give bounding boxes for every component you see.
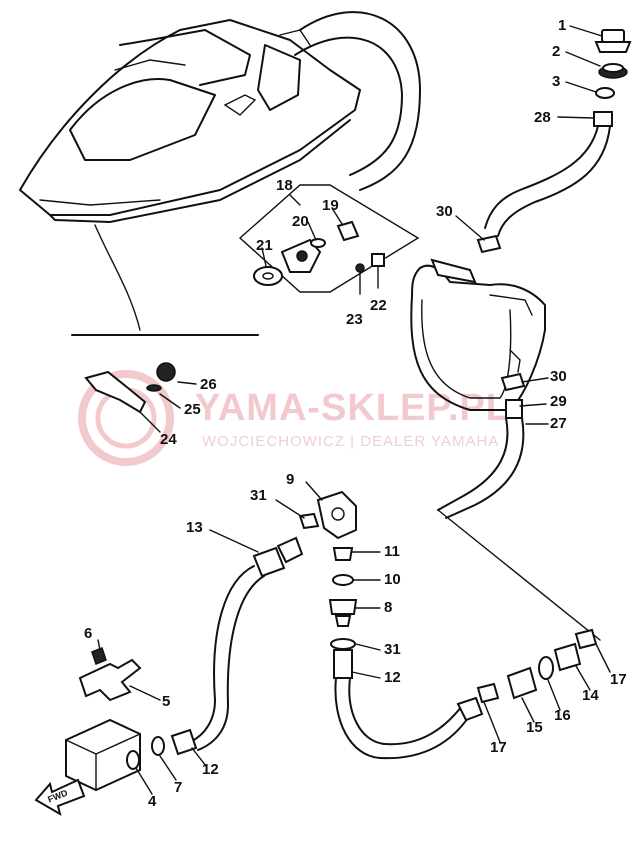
callout-22: 22 [370, 297, 387, 314]
callout-31-lower: 31 [384, 641, 401, 658]
callout-2: 2 [552, 43, 560, 60]
nut [156, 362, 176, 382]
callout-24: 24 [160, 431, 177, 448]
strainer-cap [553, 642, 582, 672]
callout-23: 23 [346, 311, 363, 328]
callout-7: 7 [174, 779, 182, 796]
vent-fitting [336, 220, 360, 242]
watermark-logo-ring [78, 370, 174, 466]
callout-31-upper: 31 [250, 487, 267, 504]
valve-nipple [328, 599, 358, 615]
leader-lines [97, 25, 611, 795]
bracket [84, 370, 147, 414]
bracket-plate [78, 658, 142, 702]
callout-10: 10 [384, 571, 401, 588]
valve-o-ring [332, 574, 354, 586]
vent-bolt [371, 253, 385, 267]
strainer-body [506, 666, 538, 700]
callout-6: 6 [84, 625, 92, 642]
watercraft-hull [19, 11, 421, 336]
fwd-arrow-icon: FWD [34, 778, 86, 817]
watermark-tagline: WOJCIECHOWICZ | DEALER YAMAHA [202, 433, 499, 450]
clamp-right [574, 628, 598, 650]
bracket-bolt [91, 647, 107, 665]
filler-hose [484, 111, 613, 237]
water-separator [65, 718, 198, 792]
callout-8: 8 [384, 599, 392, 616]
lower-clamp [330, 638, 356, 650]
filter-bracket [78, 647, 142, 702]
callout-21: 21 [256, 237, 273, 254]
callout-18: 18 [276, 177, 293, 194]
clamp-left [476, 682, 500, 704]
callout-27: 27 [550, 415, 567, 432]
callout-28: 28 [534, 109, 551, 126]
callout-12-lower: 12 [202, 761, 219, 778]
o-ring [595, 87, 615, 99]
callout-19: 19 [322, 197, 339, 214]
callout-16: 16 [554, 707, 571, 724]
valve-joint [332, 547, 354, 561]
callout-5: 5 [162, 693, 170, 710]
callout-3: 3 [552, 73, 560, 90]
callout-17-right: 17 [610, 671, 627, 688]
hose-clamp-lower [500, 372, 526, 392]
callout-26: 26 [200, 376, 217, 393]
watermark: YAMA-SKLEP.PL WOJCIECHOWICZ | DEALER YAM… [78, 370, 510, 466]
vent-gasket [253, 266, 283, 286]
separator-hose [170, 728, 198, 756]
watermark-brand: YAMA-SKLEP.PL [195, 387, 510, 429]
washer [146, 384, 162, 392]
callout-9: 9 [286, 471, 294, 488]
strainer-assembly [334, 628, 598, 760]
bracket-assembly [84, 362, 176, 414]
callout-13: 13 [186, 519, 203, 536]
callout-11: 11 [384, 543, 400, 560]
strainer-o-ring [538, 656, 554, 680]
callout-30-upper: 30 [436, 203, 453, 220]
valve-clamp [298, 512, 320, 530]
separator-box [65, 718, 141, 792]
fuel-hose-13 [189, 536, 304, 751]
callout-4: 4 [148, 793, 157, 810]
vent-o-ring [310, 238, 326, 248]
suction-hose [437, 234, 601, 641]
callout-17-left: 17 [490, 739, 507, 756]
valve-hose [333, 649, 353, 679]
fuel-valve [316, 490, 357, 540]
fuel-valve-assembly [298, 490, 358, 679]
filler-cap-assembly [484, 29, 632, 237]
separator-clamp [151, 736, 165, 756]
filler-cap [594, 29, 632, 53]
callout-15: 15 [526, 719, 543, 736]
callout-labels: 1 2 3 28 30 18 19 20 21 22 23 26 25 24 3… [84, 17, 627, 810]
vent-washer [355, 263, 365, 273]
callout-1: 1 [558, 17, 566, 34]
callout-29: 29 [550, 393, 567, 410]
callout-25: 25 [184, 401, 201, 418]
vent-assembly [238, 184, 420, 295]
callout-14: 14 [582, 687, 599, 704]
gasket [598, 63, 628, 79]
callout-20: 20 [292, 213, 309, 230]
callout-12-upper: 12 [384, 669, 401, 686]
callout-30-lower: 30 [550, 368, 567, 385]
fuel-tank [410, 258, 546, 411]
